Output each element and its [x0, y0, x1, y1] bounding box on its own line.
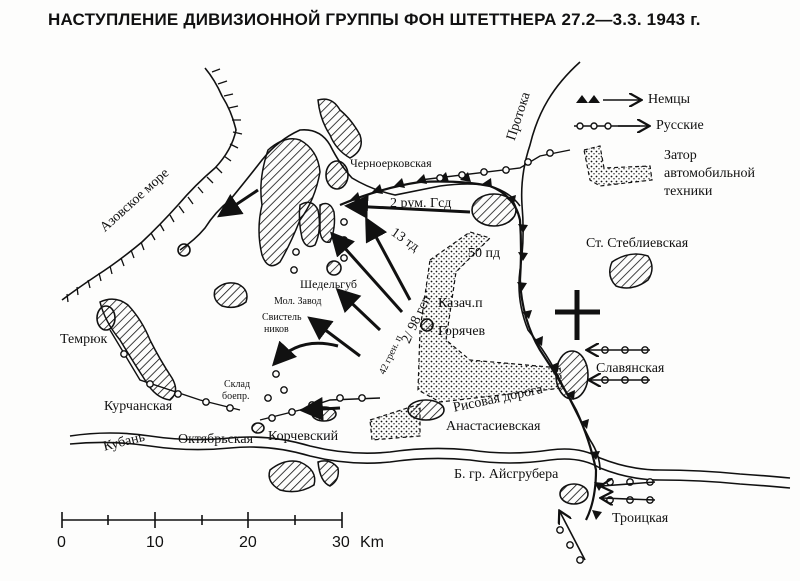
legend-jam-label-2: автомобильной: [664, 166, 755, 181]
st-steblievskaya-label: Ст. Стеблиевская: [586, 236, 689, 251]
scale-bar: [61, 512, 343, 528]
limans: [99, 98, 653, 493]
temryuk-marker: [96, 305, 116, 331]
kazach-p-label: Казач.п: [438, 296, 483, 311]
protoka-river: [518, 61, 601, 471]
kuban-river: [69, 432, 791, 489]
scale-unit: Km: [360, 534, 384, 551]
oktyabrskaya-marker: [251, 422, 265, 434]
german-arrows: [217, 188, 471, 421]
scale-tick-30: 30: [332, 534, 350, 551]
temryuk-label: Темрюк: [60, 332, 108, 347]
chernoerkovskaya-label: Черноерковская: [350, 156, 432, 170]
map-title: НАСТУПЛЕНИЕ ДИВИЗИОННОЙ ГРУППЫ ФОН ШТЕТТ…: [48, 10, 701, 29]
legend-jam-label-3: техники: [664, 184, 713, 199]
mol-zavod-label: Мол. Завод: [274, 296, 322, 307]
sklad-label-2: боепр.: [222, 391, 250, 402]
aysgrubera-marker: [559, 483, 589, 505]
german-front: [339, 180, 598, 521]
legend-symbols: [574, 95, 653, 187]
unit-50pd-label: 50 пд: [468, 246, 501, 261]
slavyanskaya-label: Славянская: [596, 361, 665, 376]
scale-tick-20: 20: [239, 534, 257, 551]
cross-marker: [555, 290, 600, 340]
legend-russians-label: Русские: [656, 118, 704, 133]
legend-germans-label: Немцы: [648, 92, 691, 107]
scale-tick-0: 0: [57, 534, 66, 551]
coast-marker: [177, 243, 191, 257]
korchevsky-label: Корчевский: [268, 429, 339, 444]
chernoerkovskaya-marker: [325, 160, 349, 190]
unit-rum-gsd-label: 2 рум. Гсд: [390, 196, 452, 211]
troitskaya-label: Троицкая: [612, 511, 669, 526]
sklad-label-1: Склад: [224, 379, 251, 390]
shedelgub-label: Шедельгуб: [300, 277, 358, 291]
oktyabrskaya-label: Октябрьская: [178, 432, 254, 447]
vehicle-jams: [369, 231, 563, 441]
russian-arrows: [560, 350, 656, 561]
svistel-label-1: Свистель: [262, 312, 302, 323]
goryachev-label: Горячев: [438, 324, 486, 339]
kurchanskaya-label: Курчанская: [104, 399, 173, 414]
scale-tick-10: 10: [146, 534, 164, 551]
shedelgub-marker: [326, 260, 342, 276]
legend-jam-label-1: Затор: [664, 148, 697, 163]
coast-hatching: [66, 68, 243, 303]
anastasievskaya-label: Анастасиевская: [446, 419, 541, 434]
aysgrubera-label: Б. гр. Айсгрубера: [454, 467, 559, 482]
svistel-label-2: ников: [264, 324, 289, 335]
